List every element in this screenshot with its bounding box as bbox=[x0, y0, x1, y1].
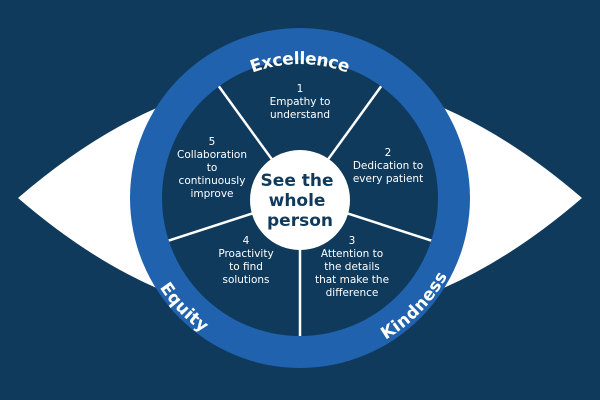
segment-number: 3 bbox=[349, 235, 356, 247]
segment-divider-3 bbox=[345, 211, 432, 242]
segment-number: 5 bbox=[209, 136, 216, 148]
segment-dividers bbox=[168, 85, 432, 336]
segment-divider-2 bbox=[327, 85, 383, 160]
segment-text-line: every patient bbox=[353, 173, 423, 185]
segment-text-line: Proactivity bbox=[218, 248, 273, 260]
segment-text-line: solutions bbox=[222, 274, 269, 286]
segment-text-line: understand bbox=[270, 109, 330, 121]
segment-text-line: continuously bbox=[179, 175, 246, 187]
center-label-line-2: whole bbox=[269, 191, 326, 211]
segment-number: 2 bbox=[385, 147, 392, 159]
segment-divider-1 bbox=[217, 85, 273, 160]
center-label-line-1: See the bbox=[261, 171, 334, 191]
center-label-line-3: person bbox=[267, 211, 333, 231]
segment-text-line: difference bbox=[326, 287, 379, 299]
segment-text-line: that make the bbox=[315, 274, 389, 286]
segment-number: 4 bbox=[243, 235, 250, 247]
segment-divider-5 bbox=[168, 211, 255, 242]
center-disk bbox=[250, 150, 350, 250]
segment-text-line: Empathy to bbox=[270, 96, 331, 108]
segment-number: 1 bbox=[297, 83, 304, 95]
segment-text-line: Collaboration bbox=[177, 149, 247, 161]
segment-text-line: the details bbox=[324, 261, 380, 273]
segment-text-line: Attention to bbox=[321, 248, 383, 260]
center-label: See the whole person bbox=[261, 171, 340, 231]
segment-text-line: to find bbox=[229, 261, 263, 273]
segment-text-line: improve bbox=[191, 188, 234, 200]
segment-text-line: to bbox=[207, 162, 218, 174]
segment-text-line: Dedication to bbox=[353, 160, 423, 172]
